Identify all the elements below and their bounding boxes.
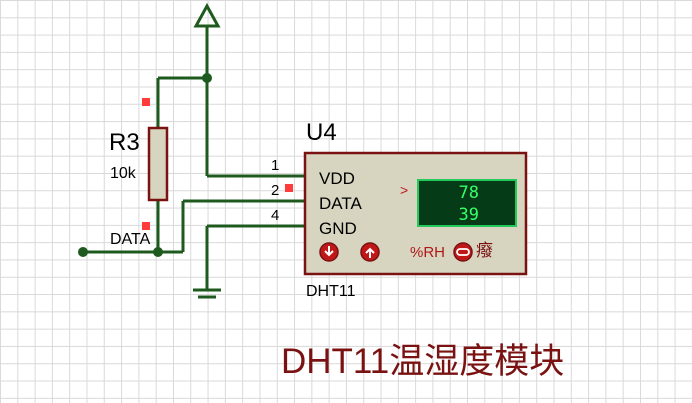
terminal-dot[interactable] (78, 247, 88, 257)
pin-number-4: 4 (271, 207, 280, 224)
pin-number-1: 1 (271, 157, 280, 174)
pin-name-gnd: GND (319, 219, 357, 238)
arrow-up-circle-icon[interactable] (360, 242, 380, 262)
power-terminal-icon[interactable] (193, 2, 221, 28)
junction-dot (202, 73, 212, 83)
junction-dot (153, 247, 163, 257)
pin-number-2: 2 (271, 182, 280, 199)
pin-name-data: DATA (319, 194, 362, 213)
toggle-icon[interactable] (453, 242, 473, 262)
component-ref-label: U4 (306, 119, 337, 146)
pin-marker (142, 98, 150, 106)
resistor-ref-label: R3 (109, 129, 140, 156)
extra-glyph: 癈 (476, 241, 493, 260)
net-label-data[interactable]: DATA (110, 231, 151, 248)
arrow-down-circle-icon[interactable] (319, 242, 339, 262)
resistor-value-label: 10k (110, 165, 136, 182)
humidity-readout: 78 (458, 183, 479, 203)
pin-marker (285, 184, 293, 192)
caption-title: DHT11温湿度模块 (281, 342, 565, 381)
resistor-r3[interactable] (147, 126, 169, 202)
temperature-readout: 39 (458, 205, 479, 225)
lcd-display: 78 39 (417, 179, 517, 227)
component-part-label: DHT11 (306, 283, 356, 300)
pin-name-vdd: VDD (319, 169, 355, 188)
pin-marker (142, 222, 150, 230)
ground-icon[interactable] (193, 288, 221, 299)
indicator-glyph: > (400, 182, 409, 198)
wires[interactable] (83, 26, 305, 290)
unit-label: %RH (410, 244, 446, 261)
